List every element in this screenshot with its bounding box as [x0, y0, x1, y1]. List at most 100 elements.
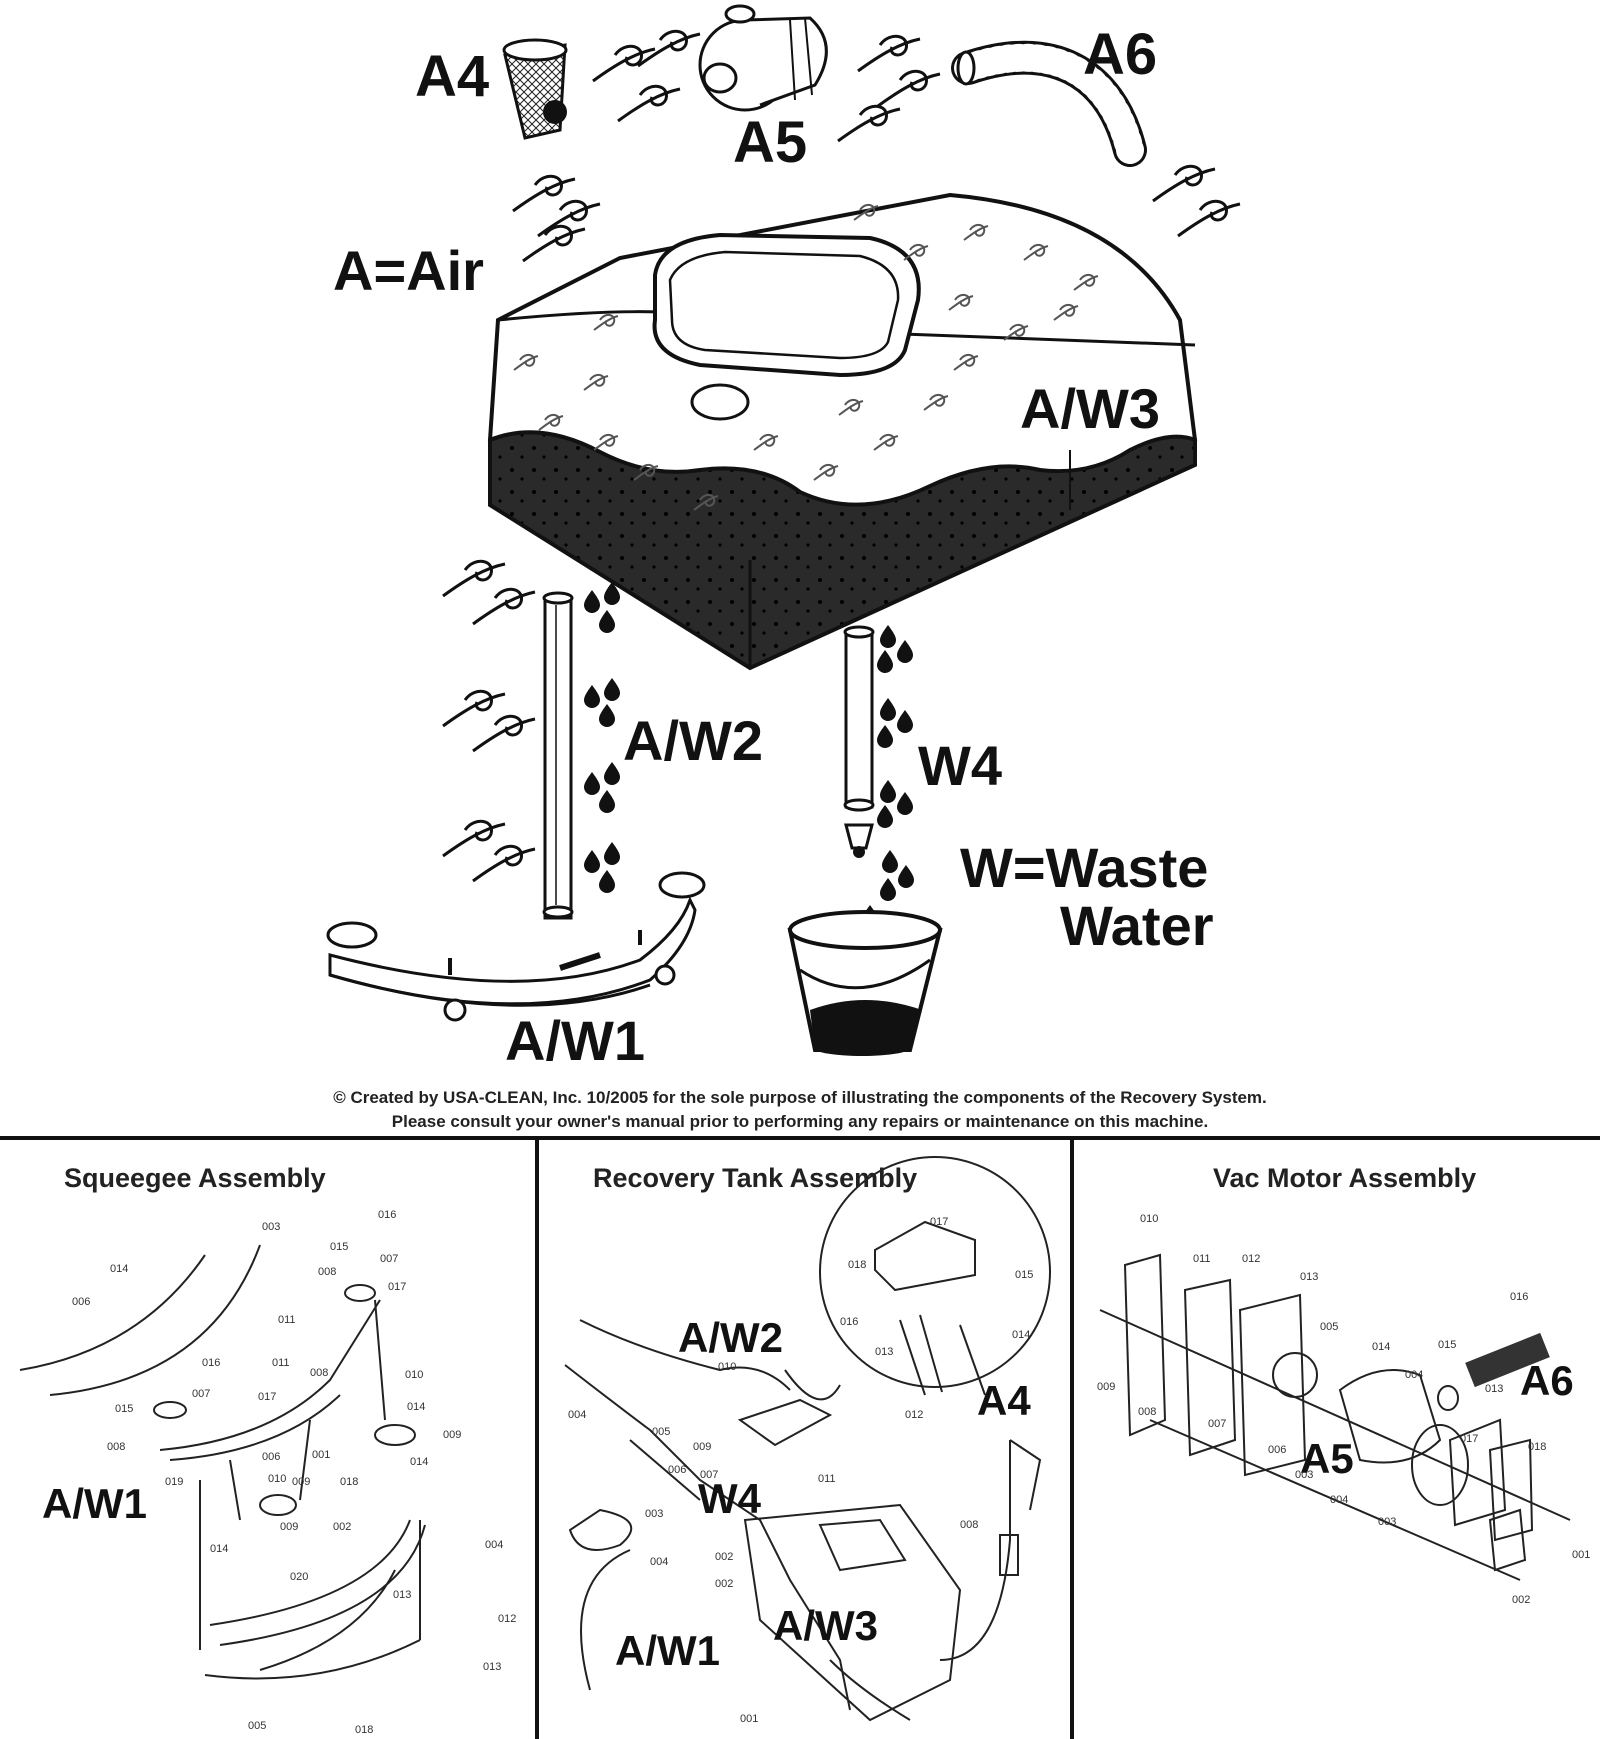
svg-text:017: 017 — [258, 1391, 276, 1403]
waste-bucket — [787, 910, 943, 1056]
svg-text:015: 015 — [1015, 1269, 1033, 1281]
label-aw3: A/W3 — [1020, 377, 1160, 440]
svg-text:018: 018 — [340, 1476, 358, 1488]
air-swirl-icon — [471, 587, 537, 626]
svg-text:002: 002 — [1512, 1594, 1530, 1606]
recovery-tank-assembly-title: Recovery Tank Assembly — [593, 1163, 918, 1193]
svg-text:004: 004 — [650, 1556, 668, 1568]
svg-text:008: 008 — [960, 1519, 978, 1531]
svg-text:015: 015 — [115, 1403, 133, 1415]
svg-text:002: 002 — [715, 1578, 733, 1590]
svg-text:011: 011 — [1193, 1253, 1211, 1265]
svg-text:010: 010 — [268, 1473, 286, 1485]
svg-text:012: 012 — [498, 1613, 516, 1625]
recovery-tank-a/w3 — [487, 192, 1198, 671]
svg-text:018: 018 — [848, 1259, 866, 1271]
recovery-tube-a/w2 — [542, 591, 574, 920]
air-swirl-icon — [876, 69, 942, 108]
svg-text:017: 017 — [930, 1216, 948, 1228]
svg-text:014: 014 — [1012, 1329, 1030, 1341]
label-a6: A6 — [1083, 22, 1157, 87]
air-swirl-icon — [441, 689, 507, 728]
svg-text:020: 020 — [290, 1571, 308, 1583]
recovery-callout-a4: A4 — [977, 1377, 1031, 1424]
svg-text:008: 008 — [107, 1441, 125, 1453]
vac-part-numbers: 010 011 012 013 005 014 015 016 009 008 … — [1097, 1213, 1590, 1606]
drain-hose-w4 — [843, 625, 875, 858]
svg-text:007: 007 — [380, 1253, 398, 1265]
svg-text:014: 014 — [210, 1543, 228, 1555]
svg-text:002: 002 — [715, 1551, 733, 1563]
squeegee-callout-aw1: A/W1 — [42, 1480, 147, 1527]
svg-text:013: 013 — [1300, 1271, 1318, 1283]
squeegee-part-numbers: 003 014 006 016 015 007 008 017 011 010 … — [72, 1209, 516, 1736]
svg-text:003: 003 — [262, 1221, 280, 1233]
svg-text:002: 002 — [333, 1521, 351, 1533]
recovery-callout-w4: W4 — [698, 1475, 762, 1522]
svg-text:015: 015 — [330, 1241, 348, 1253]
svg-text:011: 011 — [278, 1314, 296, 1326]
svg-text:012: 012 — [1242, 1253, 1260, 1265]
svg-text:011: 011 — [818, 1473, 836, 1485]
recovery-callout-aw3: A/W3 — [773, 1602, 878, 1649]
label-air: A=Air — [333, 239, 484, 302]
vac-motor-assembly-title: Vac Motor Assembly — [1213, 1163, 1477, 1193]
svg-text:005: 005 — [248, 1720, 266, 1732]
air-swirl-icon — [471, 844, 537, 883]
recovery-part-numbers: 017 018 015 016 014 013 012 004 010 009 … — [568, 1216, 1033, 1725]
vac-callout-a6: A6 — [1520, 1357, 1574, 1404]
copyright-caption-line2: Please consult your owner's manual prior… — [391, 1112, 1209, 1131]
air-swirl-icon — [521, 224, 587, 263]
svg-text:018: 018 — [1528, 1441, 1546, 1453]
recovery-callout-aw2: A/W2 — [678, 1314, 783, 1361]
svg-text:006: 006 — [72, 1296, 90, 1308]
vac-callout-a5: A5 — [1300, 1435, 1354, 1482]
svg-text:005: 005 — [1320, 1321, 1338, 1333]
svg-text:013: 013 — [393, 1589, 411, 1601]
vacuum-motor-a5 — [698, 4, 828, 112]
svg-text:014: 014 — [1372, 1341, 1390, 1353]
svg-text:010: 010 — [718, 1361, 736, 1373]
svg-text:017: 017 — [1460, 1433, 1478, 1445]
recovery-callout-aw1: A/W1 — [615, 1627, 720, 1674]
svg-text:013: 013 — [483, 1661, 501, 1673]
recovery-tank-assembly-drawing — [564, 1156, 1051, 1722]
svg-text:009: 009 — [693, 1441, 711, 1453]
air-swirl-icon — [836, 104, 902, 143]
svg-text:004: 004 — [485, 1539, 503, 1551]
svg-text:006: 006 — [668, 1464, 686, 1476]
svg-text:001: 001 — [740, 1713, 758, 1725]
svg-text:010: 010 — [405, 1369, 423, 1381]
air-swirl-icon — [616, 84, 682, 123]
svg-text:016: 016 — [378, 1209, 396, 1221]
air-swirl-icon — [591, 44, 657, 83]
svg-text:015: 015 — [1438, 1339, 1456, 1351]
svg-text:006: 006 — [1268, 1444, 1286, 1456]
air-swirl-icon — [471, 714, 537, 753]
svg-text:012: 012 — [905, 1409, 923, 1421]
svg-text:014: 014 — [410, 1456, 428, 1468]
svg-text:011: 011 — [272, 1357, 290, 1369]
air-swirl-icon — [1176, 199, 1242, 238]
svg-text:010: 010 — [1140, 1213, 1158, 1225]
air-swirl-icon — [441, 819, 507, 858]
copyright-caption-line1: © Created by USA-CLEAN, Inc. 10/2005 for… — [333, 1088, 1267, 1107]
svg-text:003: 003 — [1295, 1469, 1313, 1481]
svg-text:014: 014 — [110, 1263, 128, 1275]
svg-text:004: 004 — [1405, 1369, 1423, 1381]
air-swirl-icon — [441, 559, 507, 598]
filter-basket-a4 — [502, 38, 568, 140]
svg-text:007: 007 — [700, 1469, 718, 1481]
svg-text:016: 016 — [840, 1316, 858, 1328]
label-a5: A5 — [733, 110, 807, 175]
svg-text:008: 008 — [310, 1367, 328, 1379]
svg-text:007: 007 — [1208, 1418, 1226, 1430]
air-swirl-icon — [636, 29, 702, 68]
svg-text:009: 009 — [292, 1476, 310, 1488]
label-waste-line2: Water — [1060, 894, 1214, 957]
air-swirl-icon — [856, 34, 922, 73]
water-drops-aw2 — [584, 582, 620, 893]
exhaust-hose-a6 — [951, 40, 1147, 167]
svg-text:008: 008 — [1138, 1406, 1156, 1418]
